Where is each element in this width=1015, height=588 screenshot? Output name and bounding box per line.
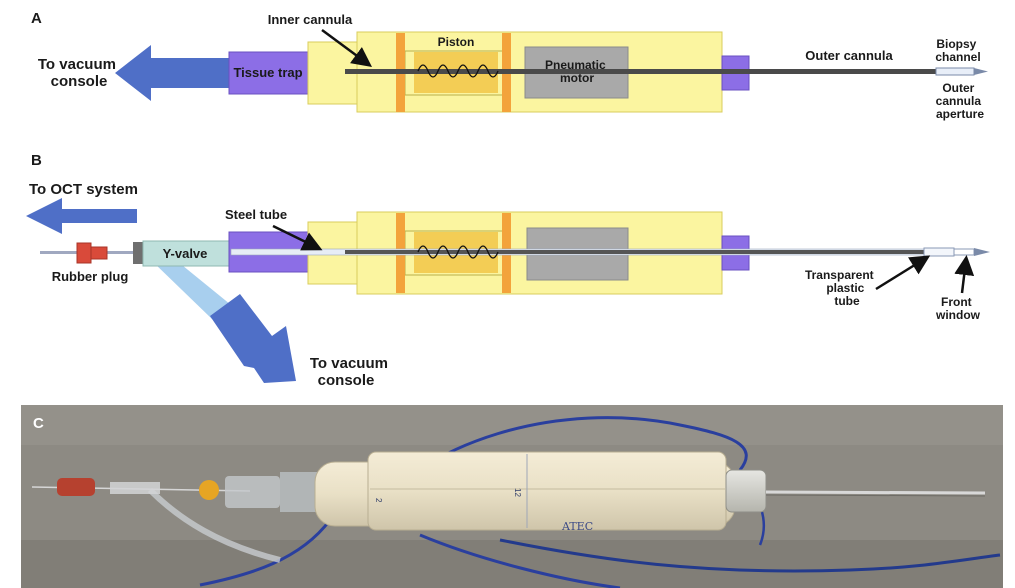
vacuum-arrow-a [115, 45, 232, 101]
front-window-label: Front window [935, 295, 981, 322]
steel-tube-label: Steel tube [225, 207, 287, 222]
transparent-plastic-tube-label: Transparent plastic tube [805, 268, 877, 308]
tissue-trap-label: Tissue trap [233, 65, 302, 80]
photo-scale-mark: 12 [513, 488, 522, 497]
outer-cannula-aperture-label: Outer cannula aperture [936, 81, 985, 121]
photo-device-label: ATEC [561, 520, 593, 533]
photo-needle-shadow [765, 494, 986, 497]
clear-tubing [147, 487, 281, 563]
photo-clear-cap [225, 476, 280, 508]
vacuum-arrow-b [210, 294, 296, 383]
inner-cannula-label: Inner cannula [268, 12, 353, 27]
connector-b [133, 242, 143, 264]
photo-shade-bottom [21, 540, 1003, 588]
to-oct-system-label: To OCT system [29, 181, 138, 198]
inner-cannula-arrow [321, 28, 373, 67]
rubber-plug-label: Rubber plug [52, 269, 129, 284]
panel-a: A To vacuum console Tissue trap Piston P… [31, 10, 988, 121]
front-window [953, 248, 975, 256]
cable-3 [499, 538, 1001, 573]
spring-a [417, 64, 499, 78]
panel-b-letter: B [31, 152, 42, 169]
photo-yellow-valve [199, 480, 219, 500]
rubber-plug [76, 242, 92, 264]
panel-b: B To OCT system To vacuum console Rubber… [26, 152, 990, 389]
cannula-tip-a [974, 68, 988, 75]
photo-rubber-plug [57, 478, 95, 496]
photo-connector [110, 482, 160, 494]
panel-a-letter: A [31, 10, 42, 27]
outer-cannula-label: Outer cannula [805, 48, 893, 63]
oct-arrow [26, 198, 137, 234]
panel-c-letter: C [33, 415, 44, 432]
steel-tube-b [345, 250, 937, 254]
photo-side-mark: 2 [374, 498, 383, 503]
y-valve-label: Y-valve [163, 246, 208, 261]
spring-b [417, 245, 499, 259]
y-valve [142, 240, 232, 267]
steel-tube-arrow [272, 224, 323, 251]
biopsy-channel-label: Biopsy channel [935, 37, 980, 64]
cable-1 [199, 519, 332, 587]
tissue-trap [228, 51, 310, 95]
photo-needle [765, 490, 986, 495]
photo-shade-top [21, 405, 1003, 445]
pneumatic-motor-label: Pneumatic motor [545, 58, 609, 85]
inner-cannula-a [345, 69, 975, 74]
rubber-plug-cap [90, 246, 108, 260]
biopsy-channel-a [935, 67, 975, 76]
photo-hub [280, 472, 320, 512]
transparent-plastic-tube [923, 247, 955, 257]
piston-label: Piston [438, 35, 475, 49]
transparent-tube-arrow [875, 255, 931, 291]
to-vacuum-console-label-b: To vacuum console [310, 355, 392, 389]
photo-front-cap [725, 469, 767, 513]
cable-4 [419, 533, 621, 588]
to-vacuum-console-label-a: To vacuum console [38, 56, 120, 90]
photo-device-band [367, 451, 727, 531]
panel-c: C 12 2 ATEC [21, 405, 1003, 588]
front-window-arrow [954, 255, 975, 294]
cannula-tip-b [974, 248, 990, 256]
vacuum-tube-b [152, 261, 236, 319]
